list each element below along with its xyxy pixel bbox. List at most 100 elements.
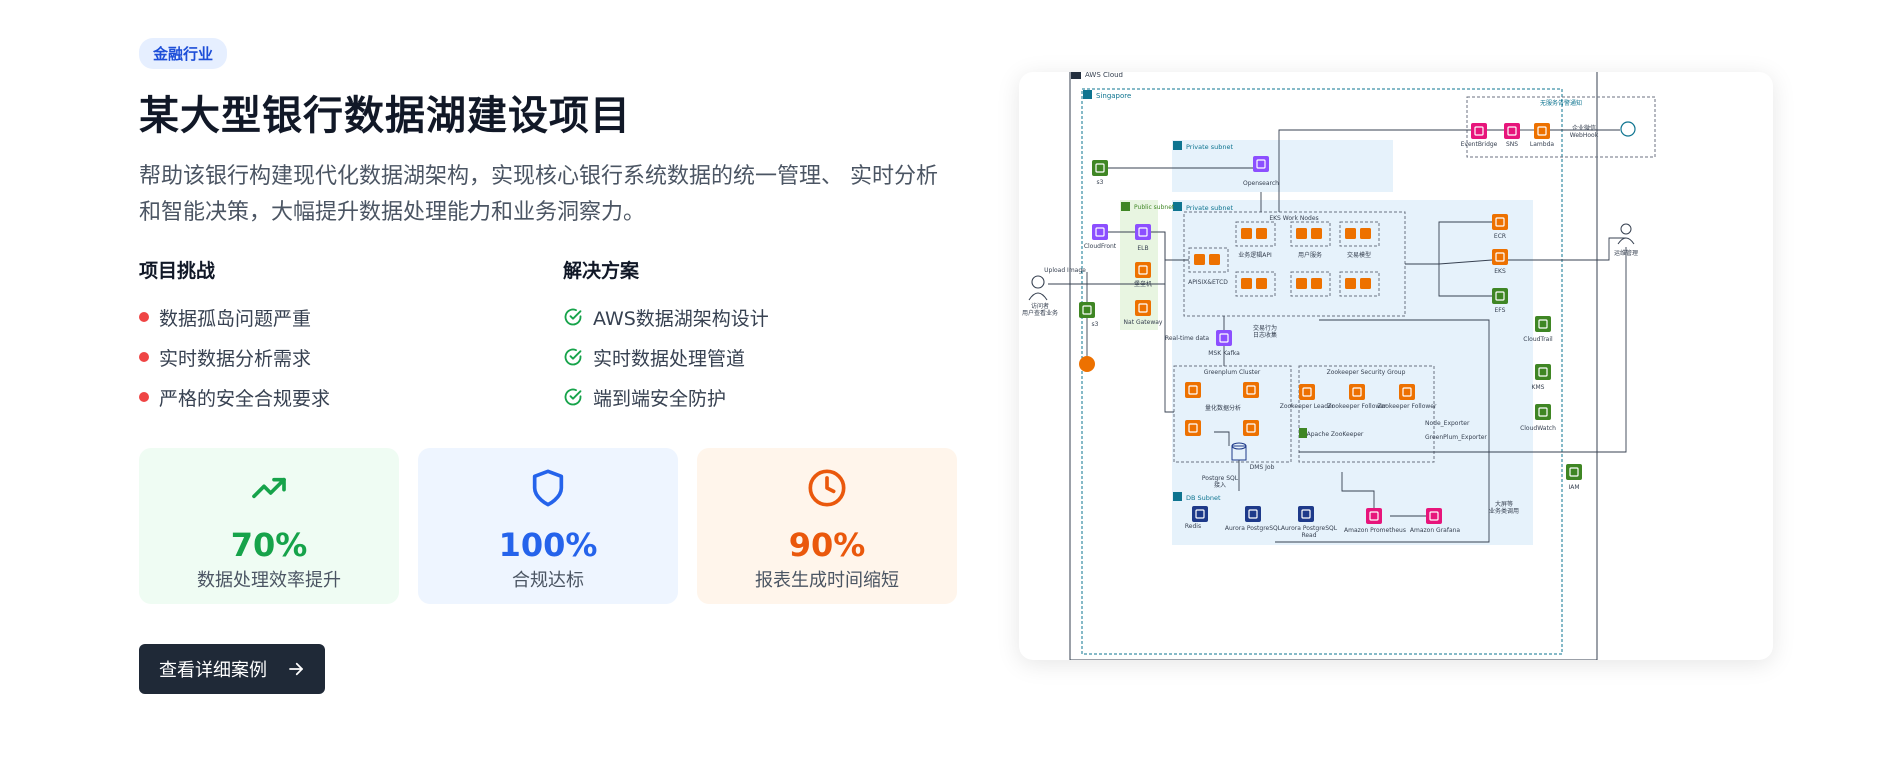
- label-kms: KMS: [1532, 384, 1545, 391]
- private-subnet-2-box: [1172, 200, 1533, 545]
- shield-icon: [532, 469, 564, 507]
- opensearch-icon: [1253, 156, 1269, 172]
- ec2-container-icon: [1360, 228, 1371, 239]
- stat-label: 数据处理效率提升: [197, 570, 341, 591]
- visitor-person-body: [1028, 292, 1048, 301]
- ec2-container-icon: [1209, 254, 1220, 265]
- wechat-icon: [1620, 121, 1636, 137]
- stat-card-report-time: 90% 报表生成时间缩短: [697, 448, 957, 604]
- label-efs: EFS: [1495, 307, 1506, 314]
- aurora-read-icon-glyph: [1301, 509, 1311, 519]
- solutions-title: 解决方案: [563, 260, 640, 282]
- label-dms: DMS Job: [1250, 464, 1275, 471]
- aurora-icon: [1245, 506, 1261, 522]
- region-flag-icon: [1083, 90, 1092, 99]
- ops-to-eks-line: [1508, 237, 1626, 261]
- redis-icon: [1192, 506, 1208, 522]
- greenplum-node-icon: [1185, 382, 1201, 398]
- pod-box: [1235, 221, 1276, 247]
- iam-icon-glyph: [1569, 467, 1579, 477]
- ec2-container-icon: [1256, 278, 1267, 289]
- label-elb: ELB: [1137, 245, 1148, 252]
- project-description: 帮助该银行构建现代化数据湖架构，实现核心银行系统数据的统一管理、 实时分析和智能…: [139, 164, 938, 225]
- nat-gateway-icon: [1135, 300, 1151, 316]
- clock-icon: [808, 469, 846, 507]
- msk-kafka-icon-glyph: [1219, 333, 1229, 343]
- pod-box: [1235, 271, 1276, 297]
- greenplum-node-icon-glyph: [1188, 385, 1198, 395]
- lock-icon: [1173, 492, 1182, 501]
- check-circle-icon: [564, 348, 582, 366]
- grafana-icon-glyph: [1429, 511, 1439, 521]
- kms-icon-glyph: [1538, 367, 1548, 377]
- bullet-dot-icon: [139, 352, 149, 362]
- label-private_subnet_2: Private subnet: [1186, 204, 1233, 212]
- eks-to-ecr-line: [1405, 221, 1492, 265]
- cloudtrail-icon-glyph: [1538, 319, 1548, 329]
- ec2-container-icon: [1194, 254, 1205, 265]
- label-redis: Redis: [1185, 523, 1201, 530]
- ec2-container-icon: [1296, 278, 1307, 289]
- stat-card-efficiency: 70% 数据处理效率提升: [139, 448, 399, 604]
- label-opensearch: Opensearch: [1243, 180, 1279, 187]
- stat-value: 100%: [498, 526, 598, 564]
- label-zk_follower1: Zookeeper Follower: [1328, 403, 1387, 410]
- label-prometheus: Amazon Prometheus: [1344, 527, 1406, 534]
- redis-icon-glyph: [1195, 509, 1205, 519]
- label-behavior: 交易行为日志收集: [1253, 324, 1277, 339]
- label-node_exporter: Node_Exporter: [1425, 420, 1470, 427]
- label-greenplum: Greenplum Cluster: [1204, 369, 1261, 376]
- zookeeper-node-icon: [1399, 384, 1415, 400]
- iam-icon: [1566, 464, 1582, 480]
- efs-icon-glyph: [1495, 291, 1505, 301]
- sns-icon: [1504, 123, 1520, 139]
- greenplum-node-icon-glyph: [1246, 385, 1256, 395]
- eks-to-eks-line: [1438, 259, 1493, 265]
- msk-kafka-icon: [1216, 330, 1232, 346]
- pod-box: [1188, 247, 1229, 273]
- s3-icon: [1092, 160, 1108, 176]
- label-apache_zk: Apache ZooKeeper: [1307, 431, 1364, 438]
- lambda-function-icon: [1079, 356, 1095, 372]
- label-ecr: ECR: [1494, 233, 1506, 240]
- cloudfront-icon-glyph: [1095, 227, 1105, 237]
- label-realtime: Real-time data: [1165, 335, 1209, 342]
- sns-icon-glyph: [1507, 126, 1517, 136]
- serverless-group-box: [1466, 96, 1656, 158]
- greenplum-node-icon-glyph: [1246, 423, 1256, 433]
- label-quant: 量化数据分析: [1205, 404, 1241, 412]
- bastion-icon: [1135, 262, 1151, 278]
- ec2-container-icon: [1241, 228, 1252, 239]
- view-case-button[interactable]: 查看详细案例: [139, 644, 325, 694]
- elb-to-greenplum-line: [1164, 284, 1174, 413]
- region-box: [1081, 88, 1563, 655]
- label-user_service: 用户服务: [1298, 251, 1322, 259]
- ecr-icon-glyph: [1495, 217, 1505, 227]
- opensearch-icon-glyph: [1256, 159, 1266, 169]
- s3-icon: [1079, 302, 1095, 318]
- label-private_subnet_1: Private subnet: [1186, 143, 1233, 151]
- stat-value: 70%: [230, 526, 308, 564]
- ec2-container-icon: [1311, 228, 1322, 239]
- stat-label: 报表生成时间缩短: [755, 570, 899, 591]
- zookeeper-node-icon: [1299, 384, 1315, 400]
- stat-card-compliance: 100% 合规达标: [418, 448, 678, 604]
- label-upload: Upload Image: [1044, 267, 1086, 274]
- stats-row: 70% 数据处理效率提升 100% 合规达标 90% 报表生成时间缩短: [139, 448, 959, 604]
- solution-item: 端到端安全防护: [563, 377, 769, 417]
- project-title: 某大型银行数据湖建设项目: [139, 93, 631, 139]
- zookeeper-node-icon-glyph: [1402, 387, 1412, 397]
- cloudwatch-icon-glyph: [1538, 407, 1548, 417]
- nat-gateway-icon-glyph: [1138, 303, 1148, 313]
- ops-to-zookeeper-line: [1299, 247, 1627, 453]
- ec2-container-icon: [1311, 278, 1322, 289]
- aurora-read-icon: [1298, 506, 1314, 522]
- eks-icon-glyph: [1495, 252, 1505, 262]
- challenge-item: 严格的安全合规要求: [139, 377, 330, 417]
- label-trade_model: 交易模型: [1347, 251, 1371, 259]
- visitor-person-icon: [1031, 275, 1045, 289]
- label-serverless_group: 无服务告警通知: [1540, 99, 1582, 107]
- label-aws_cloud: AWS Cloud: [1085, 72, 1123, 79]
